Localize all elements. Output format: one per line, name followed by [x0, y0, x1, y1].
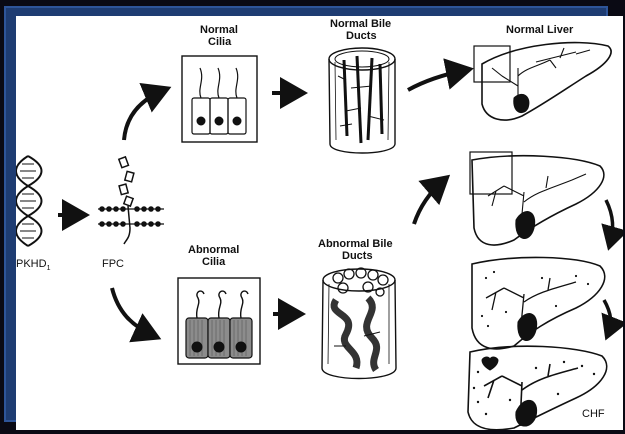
dna-helix-icon [16, 155, 43, 247]
normal-cilia-label-line2: Cilia [208, 36, 232, 48]
arrow-liver-progression-1 [601, 199, 623, 251]
arrow-ducts-to-diseased-liver [412, 174, 451, 225]
normal-liver-label: Normal Liver [506, 24, 574, 36]
normal-ducts-label-line2: Ducts [346, 30, 377, 42]
normal-liver-illustration [473, 41, 612, 121]
gene-label: PKHD1 [16, 258, 51, 273]
chf-liver-illustration [467, 345, 608, 430]
pathway-diagram [16, 41, 623, 430]
abnormal-cilia-label-line2: Cilia [202, 256, 226, 268]
normal-cilia-illustration [181, 55, 258, 143]
protein-label: FPC [102, 258, 124, 270]
normal-ducts-label-line1: Normal Bile [330, 18, 392, 30]
chf-label: CHF [582, 408, 605, 420]
abnormal-ducts-label-line1: Abnormal Bile [318, 238, 393, 250]
fpc-protein-icon [98, 155, 164, 245]
abnormal-cilia-illustration [177, 277, 261, 365]
abnormal-ducts-label-line2: Ducts [342, 250, 373, 262]
diseased-liver-1-illustration [469, 151, 605, 246]
diseased-liver-2-illustration [471, 256, 606, 350]
diagram-panel: PKHD1 FPC Normal Cilia Normal Bile Ducts… [16, 16, 623, 430]
abnormal-cilia-label-line1: Abnormal [188, 244, 240, 256]
arrow-to-abnormal-cilia [110, 287, 162, 343]
normal-bile-ducts-illustration [328, 47, 396, 154]
arrow-ducts-to-normal-liver [407, 58, 474, 92]
normal-cilia-label-line1: Normal [200, 24, 238, 36]
arrow-liver-progression-2 [601, 299, 623, 341]
abnormal-bile-ducts-illustration [321, 267, 397, 380]
arrow-to-normal-cilia [122, 82, 172, 141]
